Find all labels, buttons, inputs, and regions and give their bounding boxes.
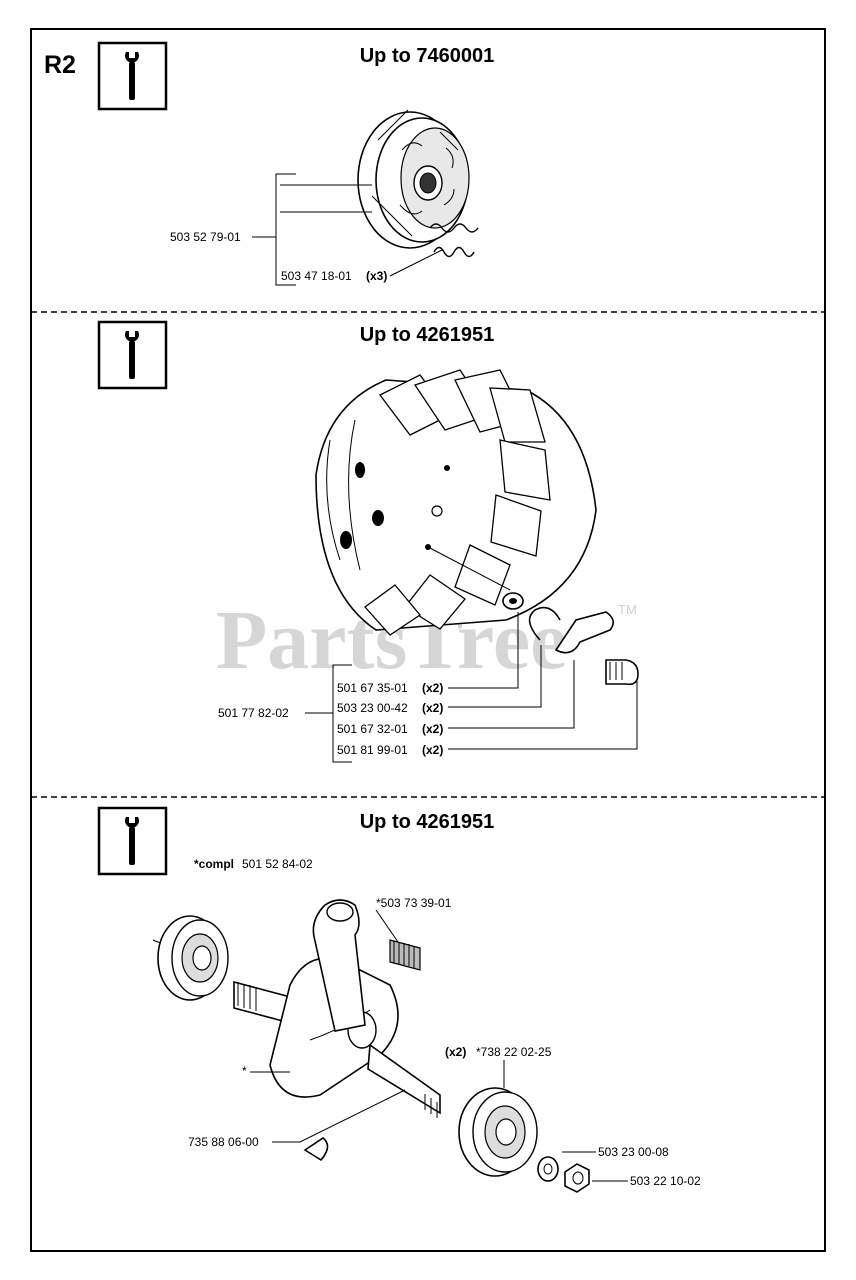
diagram-frame [30, 28, 826, 1252]
callout-lines-section-1 [252, 173, 443, 286]
wrench-service-icon [97, 41, 168, 111]
callout-lines-section-2 [305, 612, 638, 763]
part-number-label: 503 23 00-42 [337, 701, 408, 715]
section-title: Up to 7460001 [360, 45, 495, 67]
part-number-label: *503 73 39-01 [376, 896, 452, 910]
watermark-trademark: TM [618, 602, 637, 617]
flywheel-drawing [315, 369, 639, 686]
part-number-label: 501 81 99-01 [337, 743, 408, 757]
part-number-label: * [242, 1064, 247, 1078]
quantity-label: (x2) [422, 681, 443, 695]
section-title: Up to 4261951 [360, 324, 495, 346]
part-number-label: 503 23 00-08 [598, 1145, 669, 1159]
part-number-label: *738 22 02-25 [476, 1045, 552, 1059]
wrench-service-icon [97, 806, 168, 876]
part-number-label: 501 67 35-01 [337, 681, 408, 695]
part-number-label: 735 88 06-00 [188, 1135, 259, 1149]
section-title: Up to 4261951 [360, 811, 495, 833]
part-number-label: 501 67 32-01 [337, 722, 408, 736]
quantity-label: (x2) [422, 743, 443, 757]
quantity-label: (x3) [366, 269, 387, 283]
wrench-service-icon [97, 320, 168, 390]
part-number-label: 503 47 18-01 [281, 269, 352, 283]
quantity-label: (x2) [422, 722, 443, 736]
quantity-label: (x2) [445, 1045, 466, 1059]
compl-label: *compl [194, 857, 234, 871]
crankshaft-drawing [152, 899, 590, 1193]
callout-lines-section-3 [250, 909, 628, 1182]
part-number-label: 501 77 82-02 [218, 706, 289, 720]
part-number-label: 503 52 79-01 [170, 230, 241, 244]
part-number-label: 503 22 10-02 [630, 1174, 701, 1188]
compl-part-number: 501 52 84-02 [242, 857, 313, 871]
clutch-assembly-drawing [357, 109, 479, 258]
section-code: R2 [44, 51, 76, 79]
quantity-label: (x2) [422, 701, 443, 715]
